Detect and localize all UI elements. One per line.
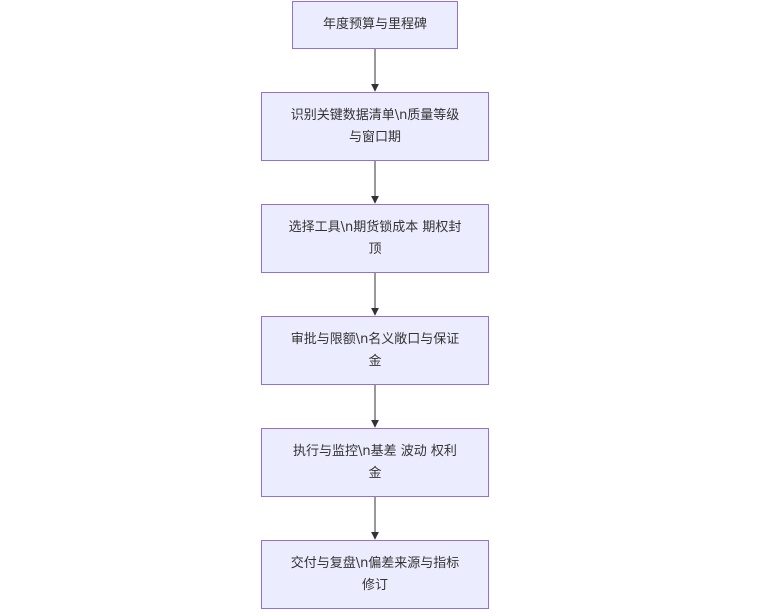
- node-label: 交付与复盘\n偏差来源与指标修订: [290, 555, 460, 593]
- node-label: 审批与限额\n名义敞口与保证金: [290, 331, 460, 369]
- node-identify-data: 识别关键数据清单\n质量等级与窗口期: [261, 92, 489, 161]
- node-label: 执行与监控\n基差 波动 权利金: [293, 443, 457, 481]
- node-execute-monitor: 执行与监控\n基差 波动 权利金: [261, 428, 489, 497]
- node-label: 识别关键数据清单\n质量等级与窗口期: [290, 107, 460, 145]
- node-annual-budget: 年度预算与里程碑: [292, 1, 458, 49]
- node-label: 选择工具\n期货锁成本 期权封顶: [288, 219, 462, 257]
- node-approval-limits: 审批与限额\n名义敞口与保证金: [261, 316, 489, 385]
- node-label: 年度预算与里程碑: [322, 17, 427, 32]
- node-select-tools: 选择工具\n期货锁成本 期权封顶: [261, 204, 489, 273]
- node-deliver-review: 交付与复盘\n偏差来源与指标修订: [261, 540, 489, 609]
